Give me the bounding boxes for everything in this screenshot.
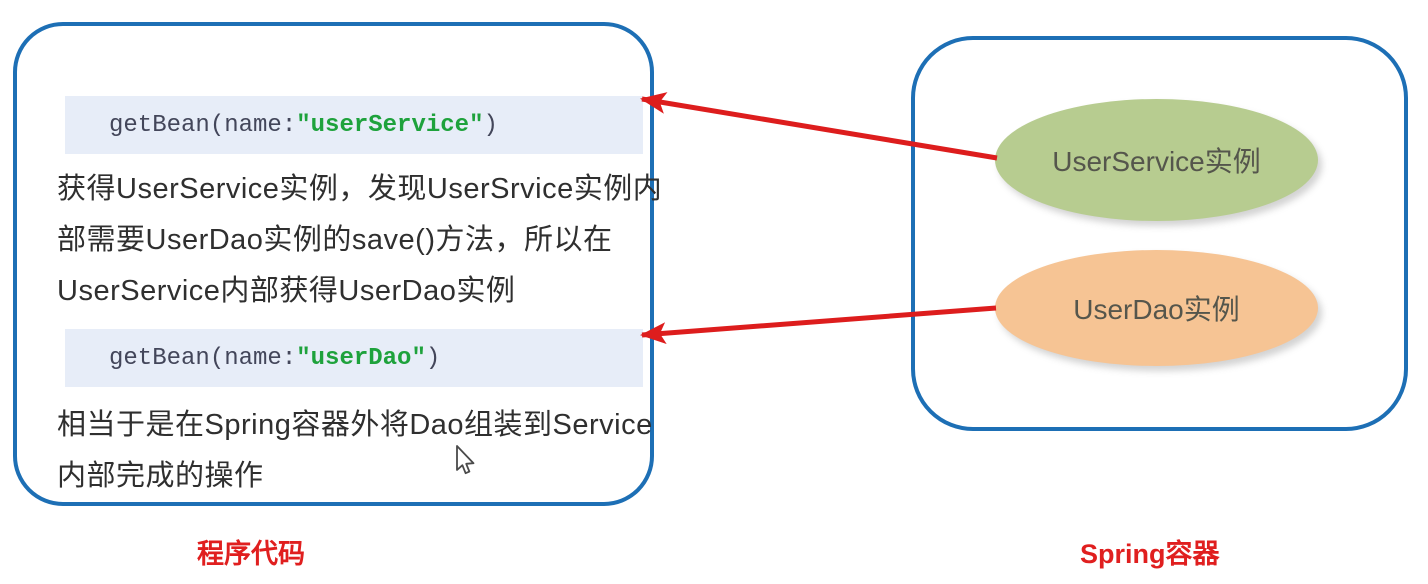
code-prefix: getBean(name:	[109, 111, 297, 139]
spring-container-panel	[911, 36, 1408, 431]
paragraph-line: UserService内部获得UserDao实例	[57, 275, 516, 307]
paragraph-line: 内部完成的操作	[57, 460, 264, 492]
code-suffix: )	[425, 344, 441, 372]
code-snippet-getbean-userservice: getBean(name:"userService")	[65, 96, 643, 154]
paragraph-line: 部需要UserDao实例的save()方法，所以在	[57, 224, 613, 256]
mouse-cursor-icon	[456, 445, 475, 475]
userdao-instance-ellipse: UserDao实例	[995, 250, 1318, 366]
code-suffix: )	[483, 111, 498, 139]
program-code-caption: 程序代码	[197, 539, 305, 569]
explanation-paragraph-1: 获得UserService实例，发现UserSrvice实例内 部需要UserD…	[57, 164, 663, 317]
ellipse-label: UserService实例	[1052, 146, 1261, 177]
paragraph-line: 相当于是在Spring容器外将Dao组装到Service	[57, 409, 653, 441]
code-snippet-getbean-userdao: getBean(name:"userDao")	[65, 329, 643, 387]
code-string-literal: "userService"	[296, 111, 484, 139]
explanation-paragraph-2: 相当于是在Spring容器外将Dao组装到Service 内部完成的操作	[57, 400, 663, 502]
paragraph-line: 获得UserService实例，发现UserSrvice实例内	[57, 173, 663, 205]
code-prefix: getBean(name:	[109, 344, 297, 372]
ellipse-label: UserDao实例	[1073, 294, 1240, 325]
userservice-instance-ellipse: UserService实例	[995, 99, 1318, 221]
program-code-panel: getBean(name:"userService") 获得UserServic…	[13, 22, 662, 506]
spring-container-caption: Spring容器	[1080, 539, 1220, 569]
code-string-literal: "userDao"	[296, 344, 426, 372]
